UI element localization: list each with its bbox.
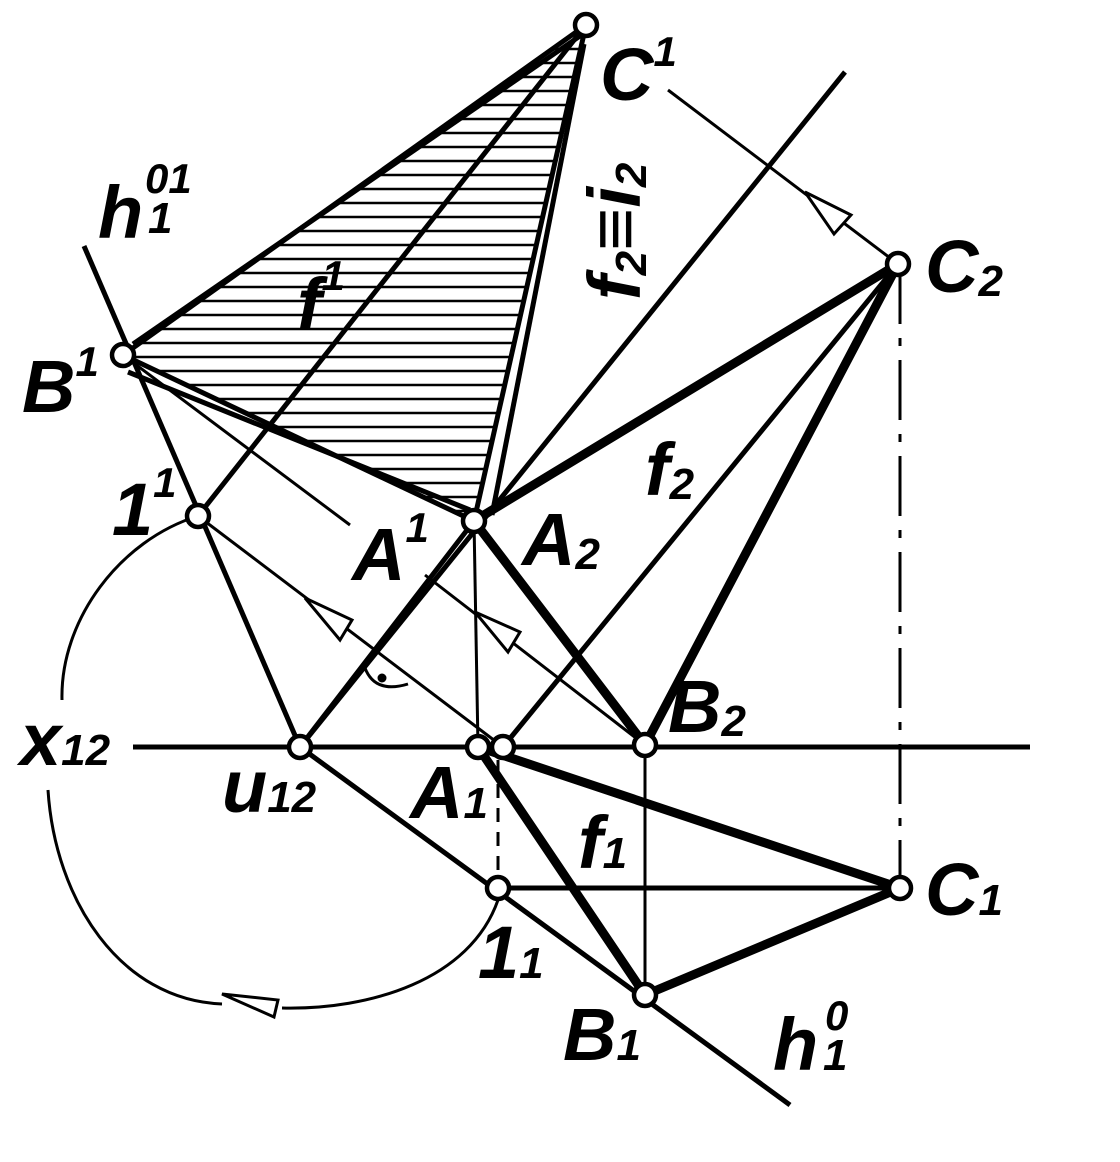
arrow-marker-1 [303, 596, 355, 643]
label-h01-sup: 01 [145, 155, 192, 202]
label-B-upper: B1 [22, 338, 99, 428]
f-upper-line [196, 23, 588, 518]
label-f2: f2 [645, 428, 695, 511]
arrow-marker-2 [473, 610, 523, 655]
label-C-upper: C1 [600, 28, 677, 116]
right-angle-mark [363, 667, 409, 689]
edge-B-A-upper-2 [127, 369, 471, 513]
label-C1: C1 [925, 848, 1003, 931]
point-1-1 [484, 874, 512, 902]
edge-C2-B2 [640, 259, 903, 750]
label-C2: C2 [925, 225, 1003, 308]
edge-B-A-upper [121, 352, 476, 524]
edge-B-C-upper-2 [131, 33, 582, 347]
label-B2: B2 [668, 665, 746, 748]
label-f2-i2: f2≡i2 [573, 162, 656, 300]
label-B1: B1 [563, 993, 641, 1076]
f2-line [501, 262, 900, 749]
point-B1 [631, 981, 659, 1009]
connector-A [472, 520, 480, 748]
arrow-marker-3 [803, 190, 854, 237]
point-C1 [886, 874, 914, 902]
label-A-upper: A1 [350, 504, 429, 596]
hatched-triangle [123, 25, 586, 521]
label-h01-sub: 1 [148, 194, 172, 243]
point-C2 [884, 250, 912, 278]
f2-i2-axis [298, 70, 847, 749]
point-f2-x [489, 733, 517, 761]
trajectory-A [424, 573, 646, 747]
point-B-upper [109, 341, 137, 369]
label-1-upper: 11 [112, 459, 177, 551]
label-1-1: 11 [478, 911, 544, 994]
label-A2: A2 [520, 498, 600, 581]
point-B2 [631, 731, 659, 759]
right-angle-dot [377, 673, 387, 683]
trajectory-1 [197, 514, 504, 749]
point-u12 [286, 733, 314, 761]
label-h0: h [773, 1003, 818, 1086]
rotation-arc [46, 514, 500, 1010]
point-A1 [464, 733, 492, 761]
edge-A2-C2 [469, 259, 903, 526]
label-A1: A1 [408, 751, 488, 834]
label-h0-sub: 1 [823, 1031, 847, 1080]
label-h01: h [98, 171, 143, 254]
trajectory-C [667, 88, 899, 266]
label-f1: f1 [578, 801, 627, 884]
thin-ray-B [122, 353, 351, 527]
edge-A1-C1 [473, 742, 905, 893]
point-A-upper [460, 507, 488, 535]
h0-line [298, 744, 792, 1108]
edge-A-C-upper [471, 24, 589, 522]
point-1-upper [184, 502, 212, 530]
label-x12: x12 [16, 698, 111, 781]
line-A-u12 [298, 519, 476, 749]
arrow-marker-4 [221, 992, 280, 1020]
point-C-upper [572, 11, 600, 39]
label-h0-sup: 0 [825, 992, 848, 1039]
edge-A1-B1 [473, 742, 650, 1000]
label-u12: u12 [222, 745, 317, 828]
edge-A2-B2 [469, 516, 650, 750]
edge-A-C-upper-2 [489, 43, 587, 516]
edge-C1-B1 [640, 883, 905, 1000]
h01-line [81, 245, 303, 748]
